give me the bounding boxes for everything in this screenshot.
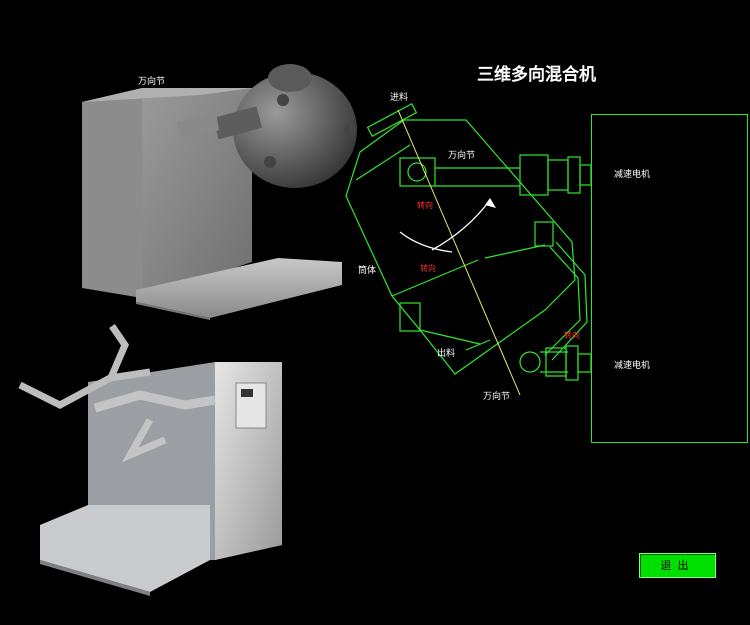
upper-joint-label: 万向节 bbox=[448, 151, 476, 161]
rotation-label-middle: 转向 bbox=[420, 264, 436, 273]
schematic-wireframe bbox=[345, 103, 592, 381]
motor-frame bbox=[591, 114, 748, 443]
exit-button[interactable]: 退出 bbox=[639, 553, 716, 578]
bottom-photo bbox=[18, 324, 282, 596]
discharge-label: 出料 bbox=[437, 349, 456, 359]
motor-upper-label: 减速电机 bbox=[614, 170, 651, 180]
lower-joint-label: 万向节 bbox=[483, 392, 511, 402]
feed-label: 进料 bbox=[390, 93, 409, 103]
top-render bbox=[82, 64, 357, 320]
top-joint-label: 万向节 bbox=[138, 77, 166, 87]
rotation-label-upper: 转向 bbox=[417, 201, 433, 210]
rotation-axis bbox=[397, 109, 521, 396]
page-title: 三维多向混合机 bbox=[477, 65, 596, 85]
rotation-arrow bbox=[431, 199, 491, 251]
rotation-label-lower: 转向 bbox=[564, 331, 580, 340]
motor-lower-label: 减速电机 bbox=[614, 361, 651, 371]
drum-label: 筒体 bbox=[358, 266, 377, 276]
